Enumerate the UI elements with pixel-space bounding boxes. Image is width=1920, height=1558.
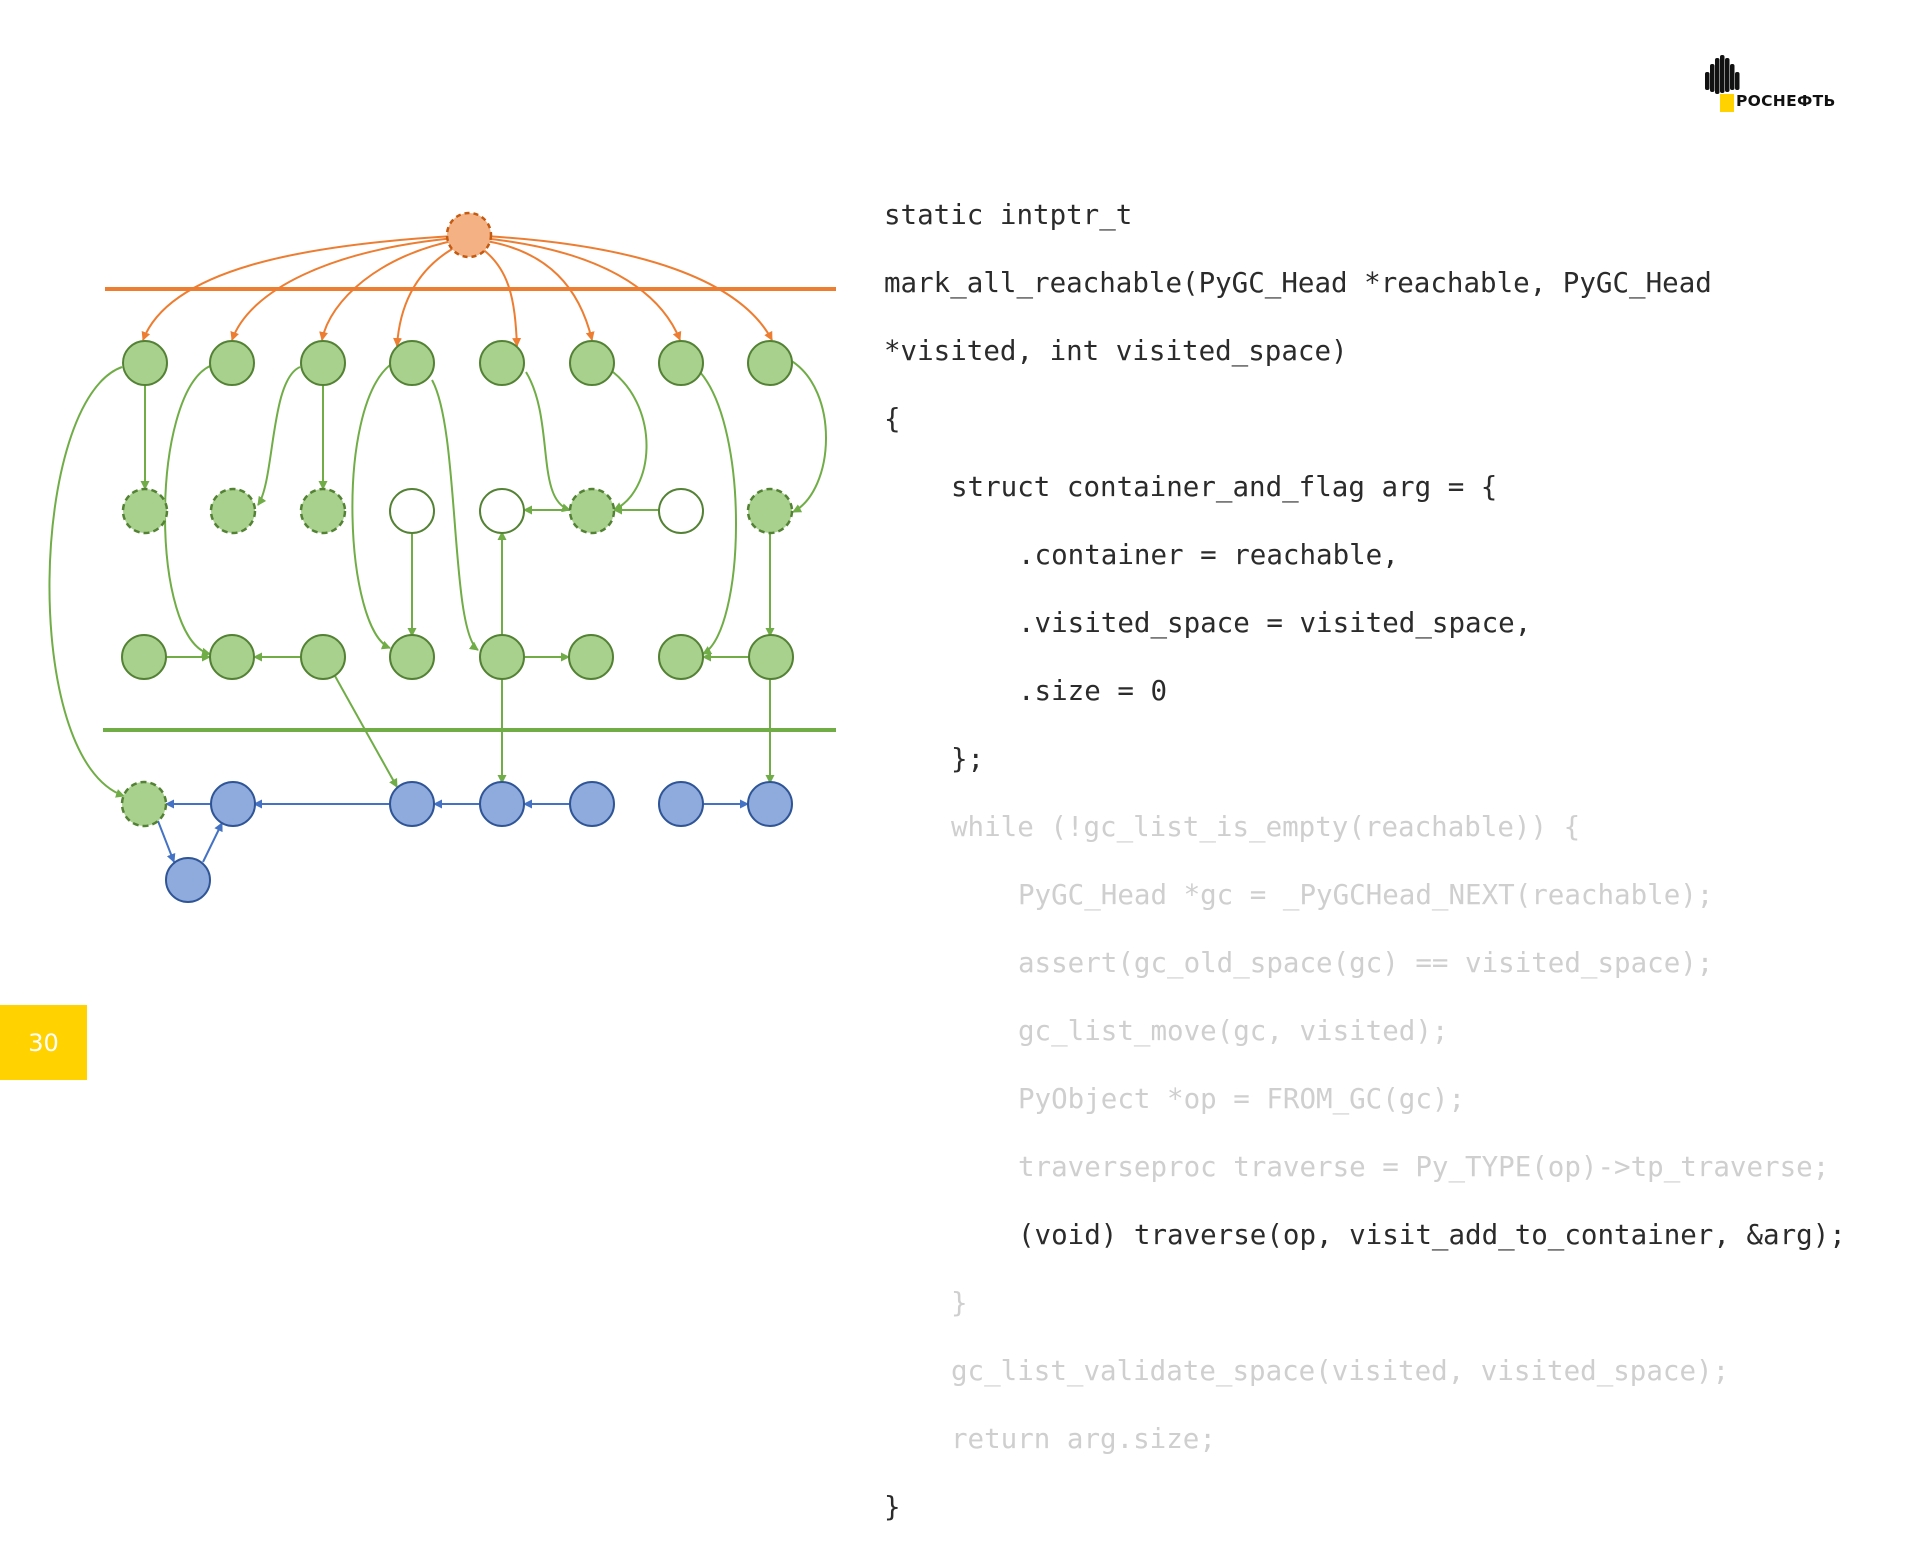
code-line: .size = 0 xyxy=(1018,675,1168,707)
edge-r1b-r3b xyxy=(164,365,211,657)
node-r1e xyxy=(479,340,525,386)
node-r4e xyxy=(479,781,525,827)
code-line-dimmed: gc_list_move(gc, visited); xyxy=(1018,1015,1449,1047)
code-line-dimmed: while (!gc_list_is_empty(reachable)) { xyxy=(951,811,1581,843)
edge-root-r1g xyxy=(481,237,682,341)
node-r4a xyxy=(120,780,168,828)
edge-r1a-r4a xyxy=(48,366,125,798)
node-r1b xyxy=(209,340,255,386)
edge-r5-r4b xyxy=(202,822,223,863)
node-r2g xyxy=(658,488,704,534)
edge-r1d-r3d xyxy=(351,364,391,650)
node-r3g xyxy=(658,634,704,680)
code-line: .visited_space = visited_space, xyxy=(1018,607,1532,639)
root-node xyxy=(445,211,493,259)
reachability-graph xyxy=(48,211,836,903)
edge-root-r1b xyxy=(230,237,456,341)
node-r4d xyxy=(389,781,435,827)
code-line-highlighted: (void) traverse(op, visit_add_to_contain… xyxy=(1018,1219,1846,1251)
node-r2b xyxy=(209,487,257,535)
edge-root-r1h xyxy=(483,235,773,341)
edge-r1g-r3g xyxy=(699,371,737,655)
node-r4g xyxy=(658,781,704,827)
node-r4h xyxy=(747,781,793,827)
node-r5 xyxy=(165,857,211,903)
code-line: *visited, int visited_space) xyxy=(884,335,1348,367)
node-r2d xyxy=(389,488,435,534)
edges xyxy=(48,235,827,863)
node-r4f xyxy=(569,781,615,827)
rosneft-emblem-icon xyxy=(1705,55,1740,112)
code-line-dimmed: } xyxy=(951,1287,968,1319)
node-r4b xyxy=(210,781,256,827)
node-r3h xyxy=(748,634,794,680)
node-r1g xyxy=(658,340,704,386)
code-line-dimmed: assert(gc_old_space(gc) == visited_space… xyxy=(1018,947,1714,979)
code-line: { xyxy=(884,403,901,435)
code-listing: static intptr_t mark_all_reachable(PyGC_… xyxy=(884,198,1846,1558)
edge-root-r1a xyxy=(141,235,455,341)
node-r3d xyxy=(389,634,435,680)
code-line-dimmed: PyObject *op = FROM_GC(gc); xyxy=(1018,1083,1466,1115)
edge-r1h-r2h xyxy=(789,359,827,513)
edge-r1d-r3e xyxy=(431,379,479,651)
code-line-dimmed: return arg.size; xyxy=(951,1423,1216,1455)
logo-text: РОСНЕФТЬ xyxy=(1736,92,1836,110)
node-r3f xyxy=(568,634,614,680)
code-line: mark_all_reachable(PyGC_Head *reachable,… xyxy=(884,267,1712,299)
node-r2e xyxy=(479,488,525,534)
rosneft-logo: РОСНЕФТЬ xyxy=(1700,52,1880,122)
node-r1h xyxy=(747,340,793,386)
edge-root-r1f xyxy=(479,239,595,341)
logo-yellow-block xyxy=(1720,94,1734,112)
code-line-dimmed: gc_list_validate_space(visited, visited_… xyxy=(951,1355,1730,1387)
node-r3e xyxy=(479,634,525,680)
page-number-badge: 30 xyxy=(0,1005,87,1080)
node-r1a xyxy=(122,340,168,386)
node-r1f xyxy=(569,340,615,386)
code-line: struct container_and_flag arg = { xyxy=(951,471,1498,503)
node-r1c xyxy=(300,340,346,386)
code-line: .container = reachable, xyxy=(1018,539,1399,571)
edge-r3c-r4d xyxy=(334,675,398,788)
code-line: static intptr_t xyxy=(884,199,1133,231)
edge-r1f-r2f xyxy=(612,371,648,511)
node-r2f xyxy=(568,487,616,535)
code-line: }; xyxy=(951,743,985,775)
node-r3a xyxy=(121,634,167,680)
node-r3b xyxy=(209,634,255,680)
node-r2c xyxy=(299,487,347,535)
node-r3c xyxy=(300,634,346,680)
node-r1d xyxy=(389,340,435,386)
node-r2a xyxy=(121,487,169,535)
edge-root-r1e xyxy=(474,243,522,347)
edge-root-r1c xyxy=(319,239,458,341)
nodes xyxy=(120,211,794,903)
edge-r1e-r2f xyxy=(525,371,571,513)
code-line-dimmed: PyGC_Head *gc = _PyGCHead_NEXT(reachable… xyxy=(1018,879,1714,911)
edge-r4a-r5 xyxy=(157,820,176,863)
code-line: } xyxy=(884,1491,901,1523)
node-r2h xyxy=(746,487,794,535)
edge-r1c-r2b xyxy=(257,366,301,506)
edge-root-r1d xyxy=(393,243,462,347)
code-line-dimmed: traverseproc traverse = Py_TYPE(op)->tp_… xyxy=(1018,1151,1830,1183)
